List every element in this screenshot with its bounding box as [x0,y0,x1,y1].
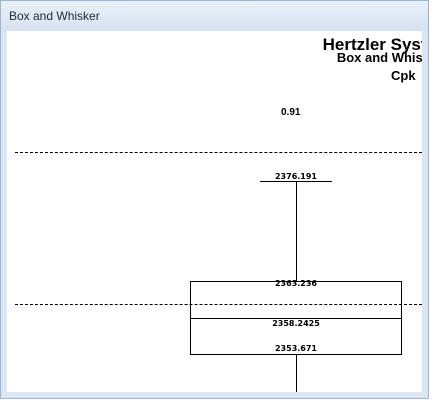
metric-label: Cpk [391,68,416,83]
report-subtitle: Box and Whisk [336,50,422,65]
q3-label: 2363.236 [274,279,318,288]
lower-whisker [296,355,297,392]
report-title: Hertzler Syste [322,35,422,54]
upper-reference-line [15,152,422,153]
metric-value: 0.91 [281,107,301,118]
window-titlebar[interactable]: Box and Whisker [1,1,428,31]
median-label: 2358.2425 [272,319,320,328]
upper-whisker [296,181,297,281]
app-window: Box and Whisker Hertzler Syste Box and W… [0,0,429,399]
lower-reference-line [15,304,422,305]
window-title: Box and Whisker [9,9,100,23]
chart-area: Hertzler Syste Box and Whisk Cpk 0.91 23… [7,31,422,392]
median-line [190,318,402,319]
q1-label: 2353.671 [274,344,318,353]
max-label: 2376.191 [274,172,318,181]
